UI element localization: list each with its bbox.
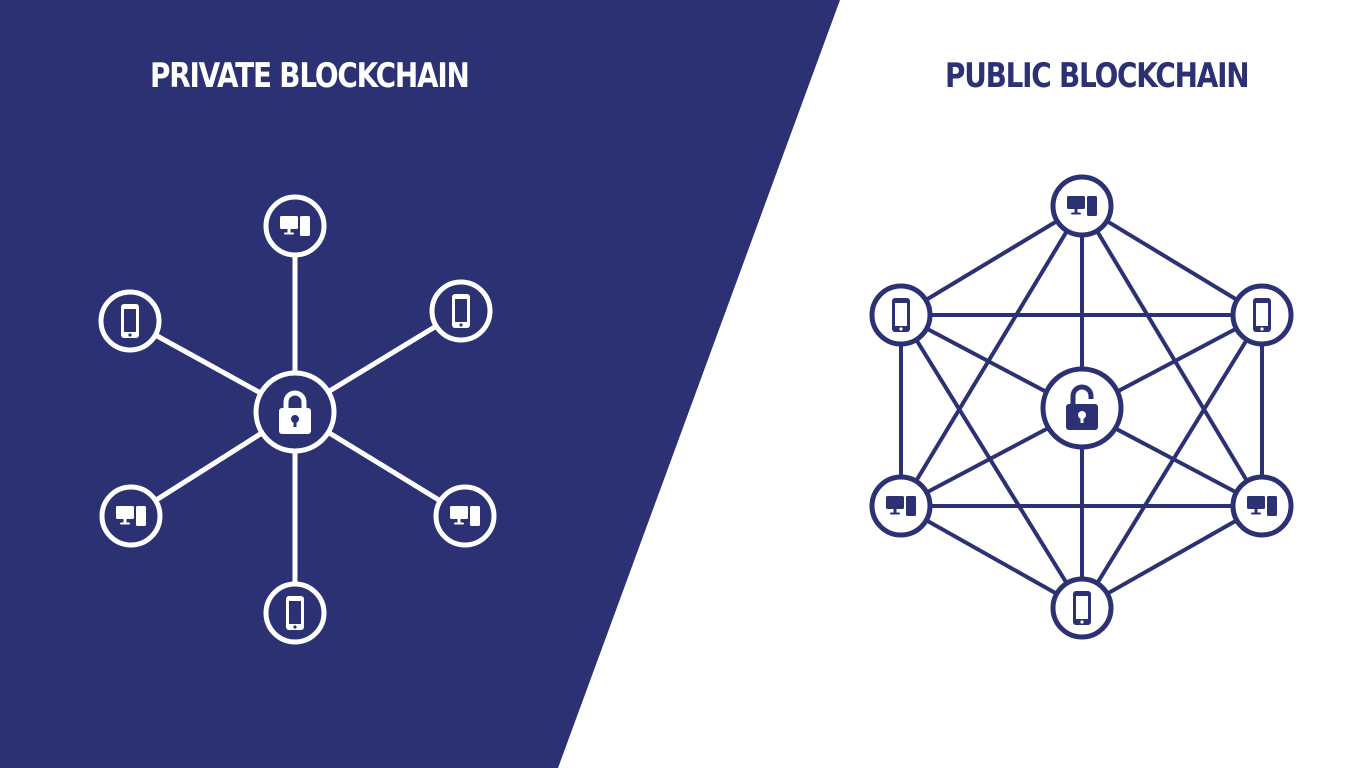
public-node-bottom [1050,576,1114,640]
smartphone-icon [286,596,304,630]
public-link-top-lower-right [1080,204,1264,508]
public-link-top-lower-left [899,204,1084,508]
public-node-upper-left [869,283,933,347]
smartphone-icon [1073,591,1091,625]
private-node-lower-left [99,484,163,548]
unlocked-lock-icon [1066,384,1098,430]
lock-icon [279,390,311,434]
private-node-top [263,194,327,258]
public-node-lower-right [1230,474,1294,538]
public-link-upper-right-bottom [1080,313,1264,610]
public-node-lower-left [869,474,933,538]
public-network [869,174,1294,640]
public-link-top-upper-left [899,204,1084,317]
public-link-lower-right-bottom [1081,504,1263,610]
private-network [98,194,497,645]
public-link-top-upper-right [1080,204,1264,317]
smartphone-icon [452,294,470,328]
private-node-upper-left [98,289,162,353]
public-node-top [1050,174,1114,238]
public-center-node [1040,366,1124,450]
public-link-bottom-lower-left [900,504,1083,610]
smartphone-icon [1253,298,1271,332]
smartphone-icon [121,304,139,338]
private-node-lower-right [433,484,497,548]
private-node-upper-right [429,279,493,343]
private-blockchain-title: PRIVATE BLOCKCHAIN [150,56,470,96]
public-blockchain-title: PUBLIC BLOCKCHAIN [945,56,1250,96]
private-panel-background [0,0,840,768]
private-node-bottom [263,581,327,645]
public-link-bottom-upper-left [899,313,1084,610]
smartphone-icon [892,298,910,332]
public-node-upper-right [1230,283,1294,347]
private-center-node [253,370,337,454]
